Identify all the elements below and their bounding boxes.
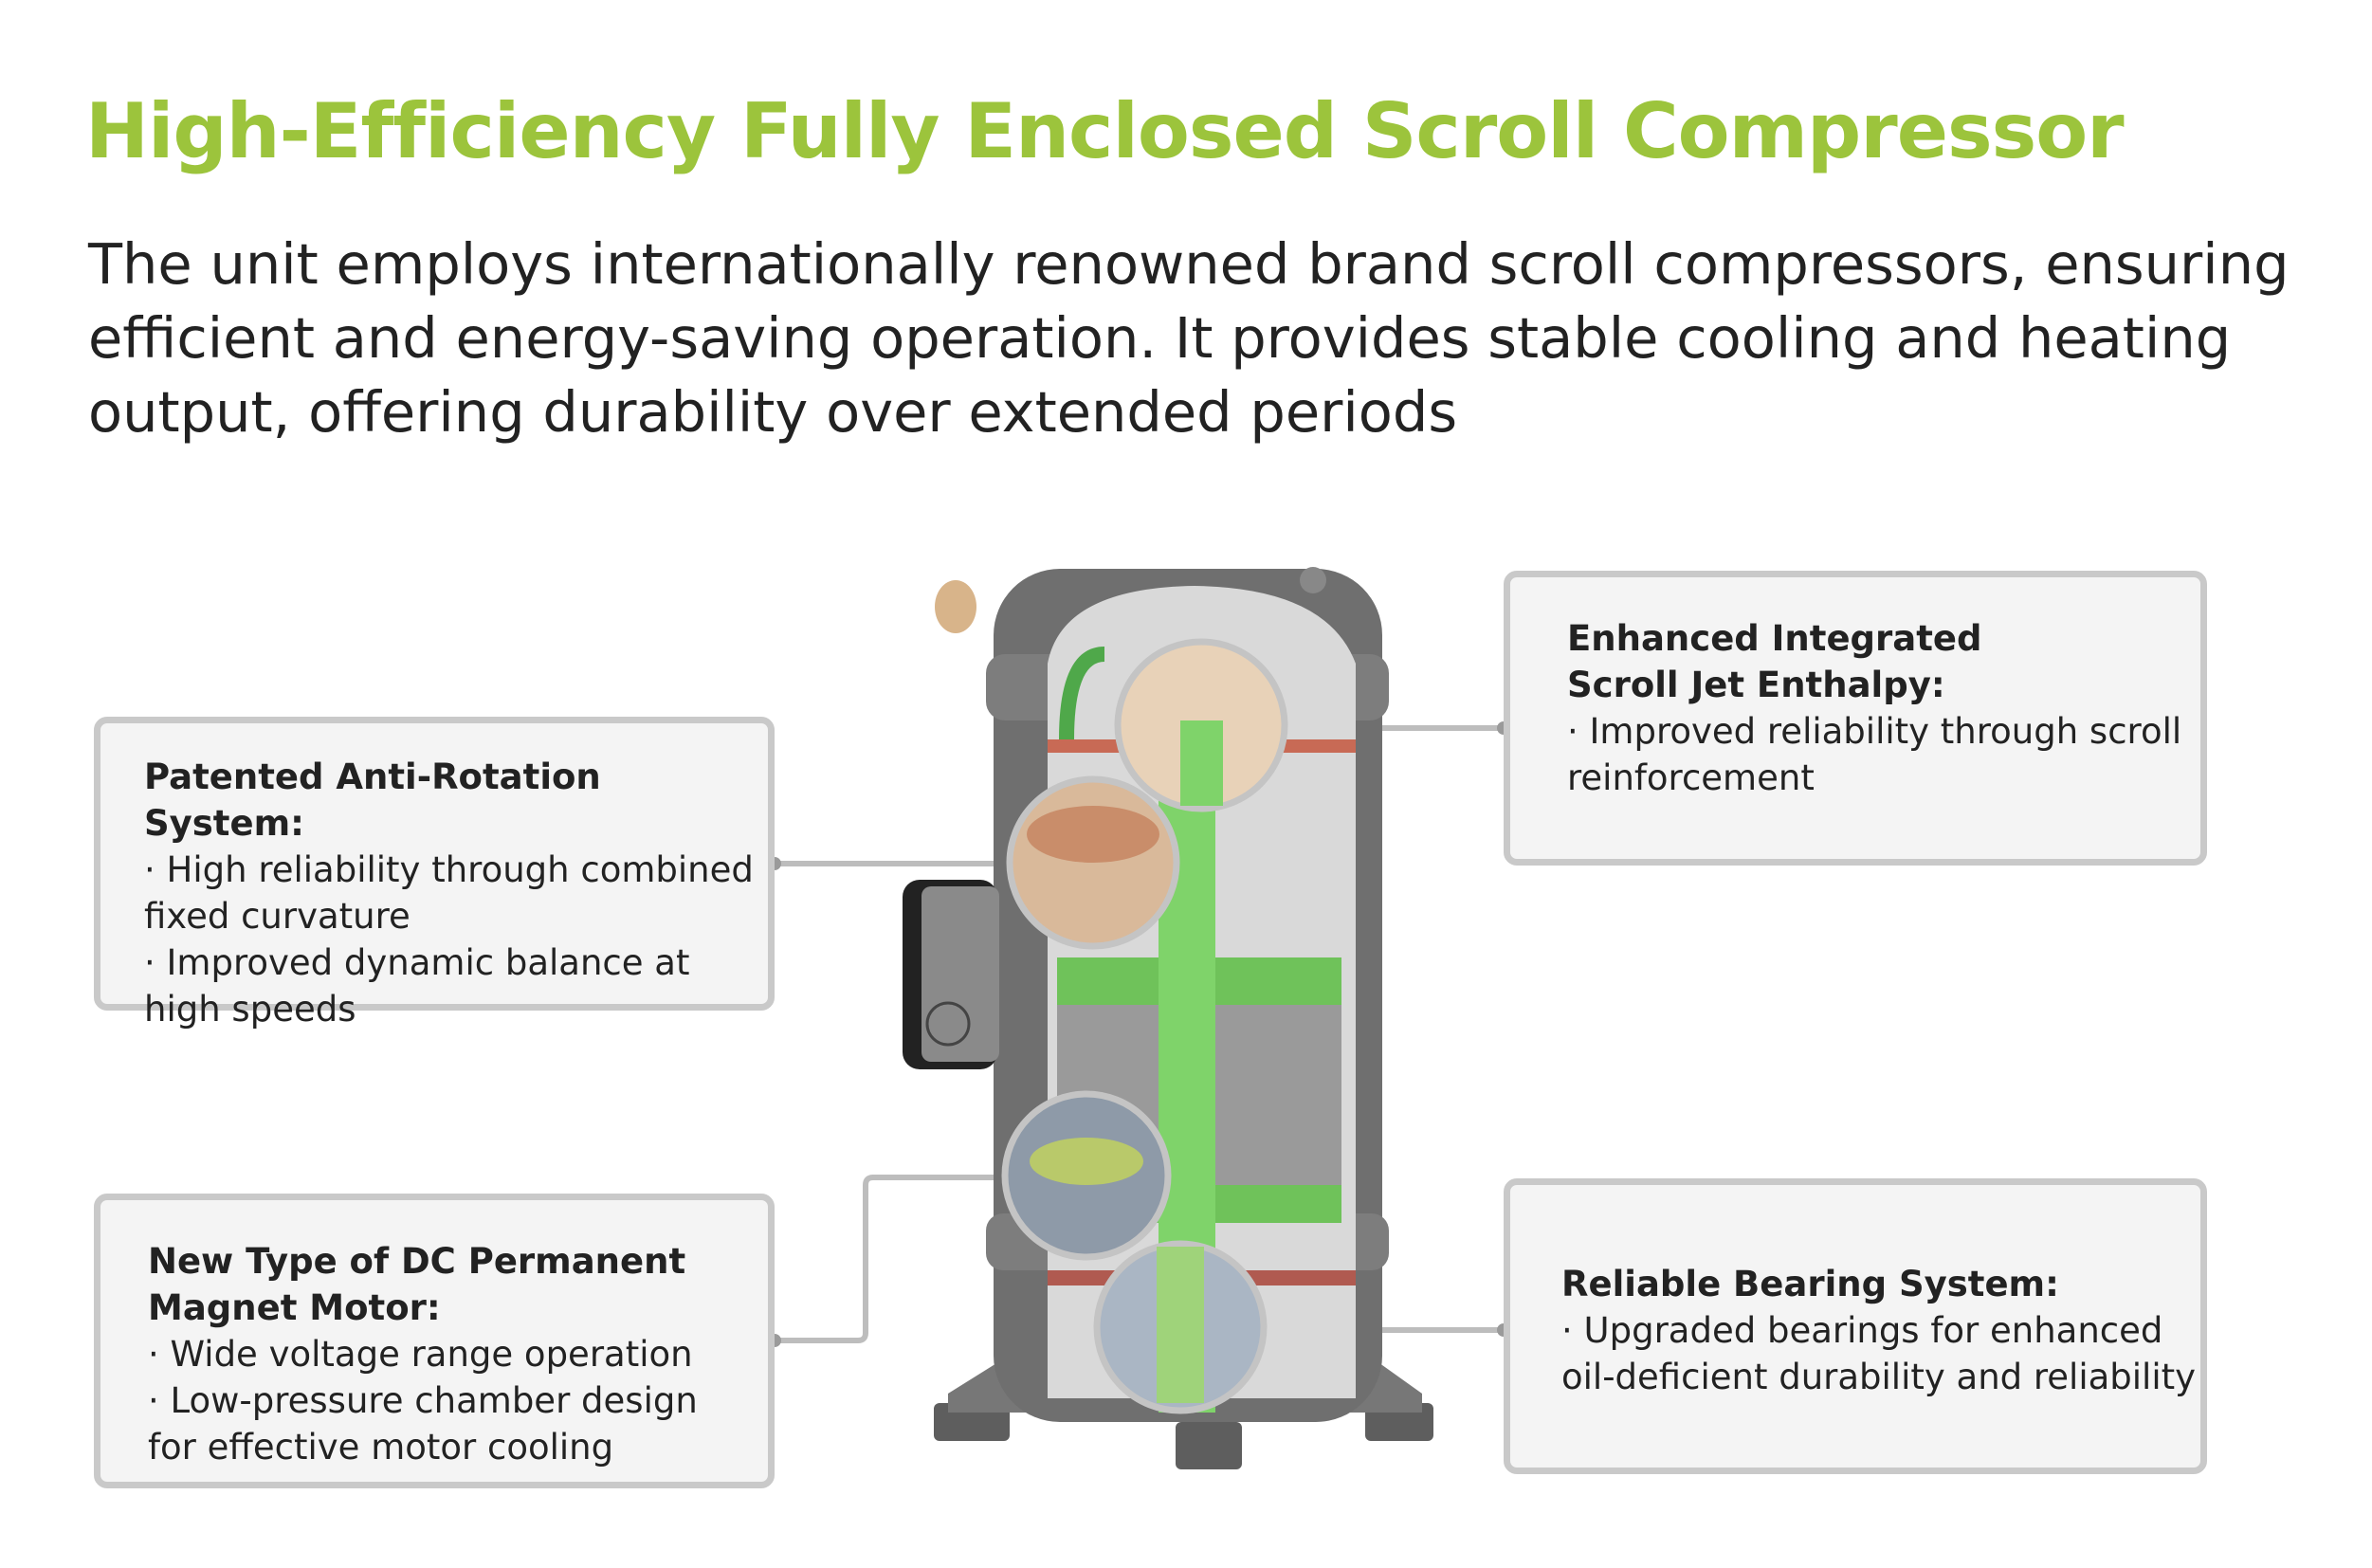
- callout-scroll-jet: Enhanced Integrated Scroll Jet Enthalpy:…: [1504, 571, 2207, 866]
- callout-line: oil-deficient durability and reliability: [1561, 1357, 2197, 1397]
- callout-bearing: Reliable Bearing System: · Upgraded bear…: [1504, 1178, 2207, 1474]
- callout-line: for effective motor cooling: [148, 1427, 614, 1468]
- intro-line: output, offering durability over extende…: [88, 379, 1458, 445]
- callout-line: reinforcement: [1567, 757, 1815, 798]
- callout-heading: New Type of DC Permanent: [148, 1241, 686, 1282]
- callout-line: · Wide voltage range operation: [148, 1334, 693, 1375]
- connector-lines: [775, 725, 1504, 1343]
- callout-line: · Improved dynamic balance at: [144, 942, 690, 983]
- callout-heading: Magnet Motor:: [148, 1287, 441, 1328]
- callout-line: high speeds: [144, 989, 356, 1030]
- page-title: High-Efficiency Fully Enclosed Scroll Co…: [85, 87, 2125, 175]
- connector-motor: [775, 1175, 1005, 1343]
- callout-line: · Upgraded bearings for enhanced: [1561, 1310, 2163, 1351]
- callout-line: · Low-pressure chamber design: [148, 1380, 698, 1421]
- intro-line: efficient and energy-saving operation. I…: [88, 305, 2232, 371]
- intro-line: The unit employs internationally renowne…: [88, 231, 2290, 297]
- intro-paragraph: The unit employs internationally renowne…: [88, 228, 2363, 449]
- callout-heading: Enhanced Integrated: [1567, 618, 1982, 659]
- callout-line: fixed curvature: [144, 896, 411, 937]
- callout-heading: Scroll Jet Enthalpy:: [1567, 665, 1945, 705]
- callout-anti-rotation: Patented Anti-Rotation System: · High re…: [94, 717, 775, 1030]
- callout-heading: Patented Anti-Rotation System:: [144, 757, 601, 844]
- callout-line: · High reliability through combined: [144, 849, 754, 890]
- callout-line: · Improved reliability through scroll: [1567, 711, 2182, 752]
- callout-motor: New Type of DC Permanent Magnet Motor: ·…: [94, 1194, 775, 1488]
- callout-heading: Reliable Bearing System:: [1561, 1264, 2059, 1304]
